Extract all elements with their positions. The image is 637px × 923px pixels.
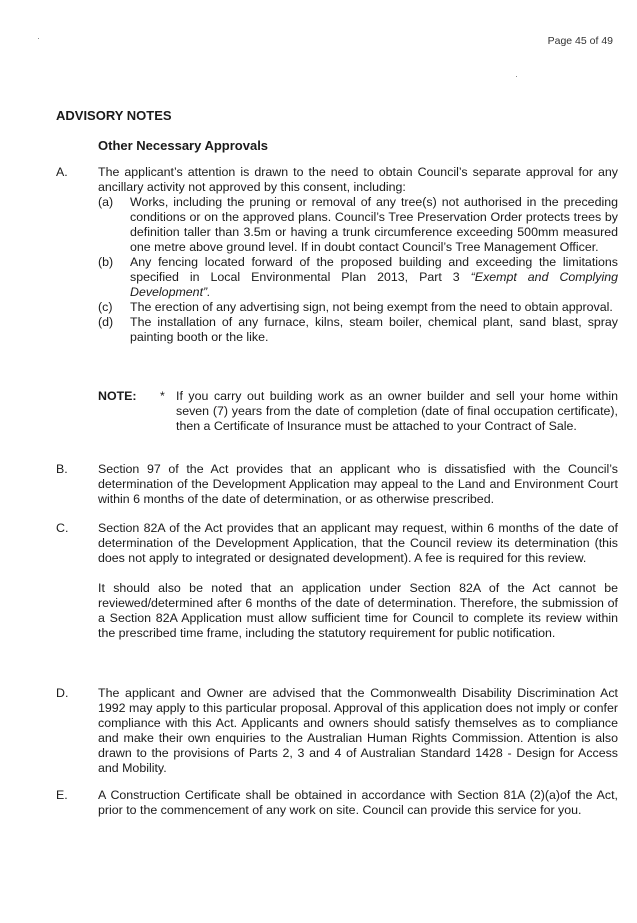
bullet-star: *	[160, 389, 165, 403]
advisory-notes-heading: ADVISORY NOTES	[56, 108, 172, 123]
note-item-d: D. The applicant and Owner are advised t…	[56, 686, 618, 776]
note-item-a: A. The applicant’s attention is drawn to…	[56, 165, 618, 345]
page-number: Page 45 of 49	[547, 35, 613, 47]
sub-item-d: (d) The installation of any furnace, kil…	[98, 315, 618, 345]
note-item-e: E. A Construction Certificate shall be o…	[56, 788, 618, 818]
sub-item-label: (d)	[98, 315, 114, 329]
scan-speck	[38, 38, 39, 39]
item-letter: E.	[56, 788, 68, 802]
item-letter: B.	[56, 462, 68, 476]
note-item-b: B. Section 97 of the Act provides that a…	[56, 462, 618, 507]
item-text-continued: It should also be noted that an applicat…	[98, 581, 618, 640]
sub-item-text: The erection of any advertising sign, no…	[130, 300, 613, 314]
sub-item-c: (c) The erection of any advertising sign…	[98, 300, 618, 315]
sub-item-text: The installation of any furnace, kilns, …	[130, 315, 618, 344]
note-label: NOTE:	[98, 389, 137, 403]
item-letter: A.	[56, 165, 68, 179]
sub-item-b: (b) Any fencing located forward of the p…	[98, 255, 618, 300]
item-text: The applicant’s attention is drawn to th…	[98, 165, 618, 194]
sub-item-text: Works, including the pruning or removal …	[130, 195, 618, 254]
note-text: If you carry out building work as an own…	[176, 389, 618, 433]
sub-item-label: (b)	[98, 255, 114, 269]
item-letter: C.	[56, 521, 69, 535]
sub-item-a: (a) Works, including the pruning or remo…	[98, 195, 618, 255]
item-text: Section 97 of the Act provides that an a…	[98, 462, 618, 506]
sub-item-label: (c)	[98, 300, 113, 314]
note-item-c: C. Section 82A of the Act provides that …	[56, 521, 618, 641]
sub-item-label: (a)	[98, 195, 114, 209]
scan-speck	[516, 76, 517, 77]
note-block: NOTE: * If you carry out building work a…	[98, 389, 618, 434]
other-approvals-subheading: Other Necessary Approvals	[98, 138, 269, 153]
item-text: A Construction Certificate shall be obta…	[98, 788, 618, 817]
item-text: The applicant and Owner are advised that…	[98, 686, 618, 775]
sub-item-italic-text: “Exempt and Complying Development”.	[130, 270, 618, 299]
sub-item-text: Any fencing located forward of the propo…	[130, 255, 618, 284]
item-letter: D.	[56, 686, 69, 700]
item-text: Section 82A of the Act provides that an …	[98, 521, 618, 565]
